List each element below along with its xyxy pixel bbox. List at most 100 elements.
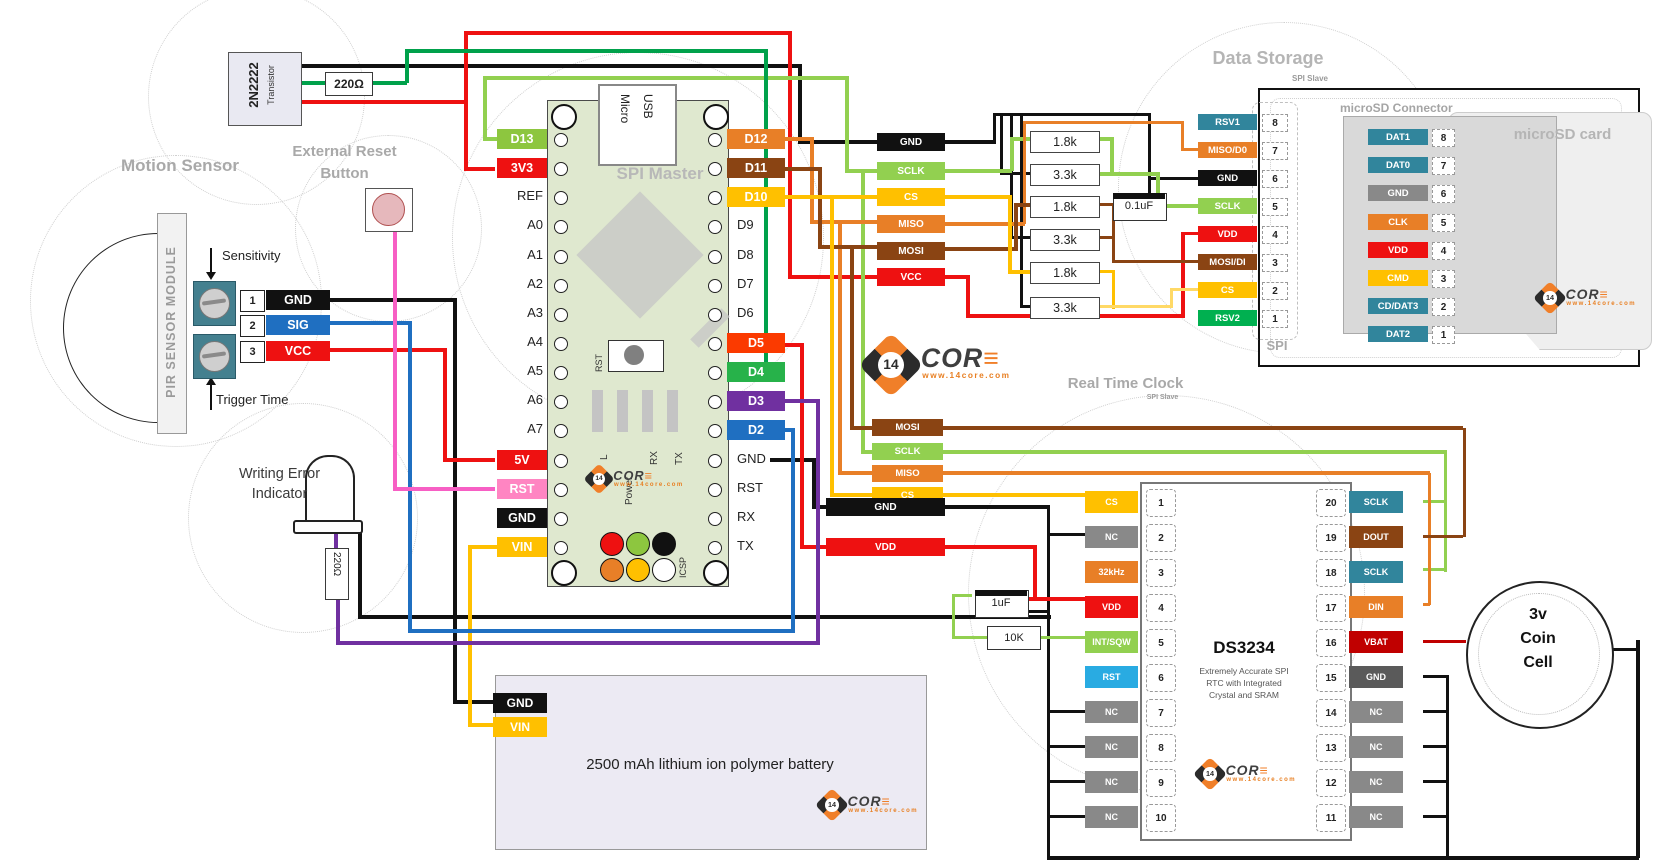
wire-light_green: [483, 76, 487, 141]
wire-blue: [408, 629, 795, 633]
pir-module-label: PIR SENSOR MODULE: [164, 246, 178, 398]
wire-red: [330, 348, 443, 352]
error-led-title-2: Indicator: [251, 486, 308, 502]
rtc-pin-intsqw: INT/SQW: [1085, 631, 1138, 653]
wire-black: [1446, 675, 1449, 856]
rtc-chip-desc-3: Crystal and SRAM: [1209, 690, 1279, 700]
wire-black: [945, 140, 995, 144]
board-led-label-l: L: [599, 454, 610, 460]
pin-hole: [708, 366, 722, 380]
reset-button-cap[interactable]: [372, 193, 405, 226]
rtc-pin-number: 16: [1316, 629, 1346, 657]
logo-wordmark: COR≡: [921, 343, 1036, 373]
pin-hole: [554, 308, 568, 322]
rtc-vdd-tag: VDD: [826, 538, 945, 556]
wire-orange: [943, 471, 1430, 475]
divider-resistor: 3.3k: [1030, 229, 1100, 251]
wire-red: [443, 348, 447, 460]
rtc-pin-nc: NC: [1085, 526, 1138, 548]
logo-wordmark: COR≡: [1566, 286, 1626, 302]
icsp-label: ICSP: [678, 556, 688, 578]
wire-orange: [810, 220, 877, 224]
wire-black: [358, 532, 362, 617]
rtc-pin-number: 9: [1146, 769, 1176, 797]
rtc-pin-number: 13: [1316, 734, 1346, 762]
logo-text: COR: [1225, 762, 1260, 779]
pin-hole: [554, 366, 568, 380]
wire-black: [1423, 780, 1446, 783]
card-pin-number: 3: [1432, 270, 1455, 288]
pin-hole: [554, 395, 568, 409]
motion-sensor-title: Motion Sensor: [120, 156, 240, 175]
wire-red: [464, 31, 792, 35]
base-resistor: 220Ω: [325, 72, 373, 96]
arduino-pin-d10: D10: [727, 187, 785, 207]
rtc-capacitor-label: 1uF: [991, 597, 1011, 609]
battery-label: 2500 mAh lithium ion polymer battery: [586, 756, 834, 773]
wire-purple: [336, 596, 340, 645]
wire-purple: [336, 641, 820, 645]
sd-bus-tag-miso: MISO: [877, 215, 945, 233]
wire-black: [1000, 113, 1003, 174]
sd-pin-sclk: SCLK: [1198, 198, 1257, 214]
wire-red: [785, 343, 804, 347]
led-resistor-label: 220Ω: [331, 552, 342, 577]
pin-hole: [554, 220, 568, 234]
rtc-pin-dout: DOUT: [1349, 526, 1403, 548]
wire-black: [300, 64, 800, 68]
rtc-pin-nc: NC: [1085, 771, 1138, 793]
wire-light_green: [483, 76, 847, 80]
sd-connector-title: microSD Connector: [1340, 101, 1453, 115]
rtc-pin-number: 15: [1316, 664, 1346, 692]
wire-black: [945, 505, 1047, 509]
wire-pale_gold: [1170, 288, 1173, 308]
data-storage-title: Data Storage: [1212, 48, 1324, 68]
card-pin-number: 8: [1432, 129, 1455, 147]
sd-bus-tag-cs: CS: [877, 188, 945, 206]
reset-chip-knob[interactable]: [624, 345, 644, 365]
wire-brown: [818, 167, 822, 249]
sd-pin-number: 1: [1262, 310, 1288, 328]
led-resistor: [325, 548, 349, 600]
card-pin-gnd: GND: [1368, 185, 1428, 201]
wire-black: [1020, 113, 1023, 307]
sd-pin-number: 5: [1262, 198, 1288, 216]
sd-bus-tag-mosi: MOSI: [877, 242, 945, 260]
wire-brown: [850, 426, 872, 430]
rtc-pin-number: 5: [1146, 629, 1176, 657]
logo-badge: 14: [1543, 291, 1557, 305]
wire-brown: [945, 247, 1016, 251]
pin-hole: [554, 162, 568, 176]
rtc-pin-sclk: SCLK: [1349, 561, 1403, 583]
arduino-pin-5v: 5V: [497, 450, 547, 470]
wire-black: [1047, 780, 1087, 783]
card-pin-cmd: CMD: [1368, 270, 1428, 286]
wire-brown: [1112, 203, 1115, 239]
wire-orange: [1181, 121, 1184, 150]
wire-gold: [1098, 270, 1114, 273]
rtc-pin-number: 20: [1316, 489, 1346, 517]
coin-cell-dotted: [1478, 593, 1600, 715]
wire-dark_green: [764, 49, 768, 374]
pin-hole: [554, 483, 568, 497]
wire-purple: [334, 530, 338, 550]
wire-light_green: [1156, 204, 1198, 208]
logo-e-glyph: ≡: [1259, 762, 1269, 779]
logo-text: COR: [847, 793, 882, 810]
card-pin-clk: CLK: [1368, 214, 1428, 230]
arduino-pin-a2: A2: [527, 276, 543, 291]
pin-hole: [708, 541, 722, 555]
data-storage-subtitle: SPI Slave: [1291, 74, 1329, 83]
coin-cell-line-3: Cell: [1523, 654, 1553, 671]
card-pin-number: 7: [1432, 157, 1455, 175]
wire-orange: [785, 137, 814, 141]
pin-hole: [708, 395, 722, 409]
arduino-pin-d12: D12: [727, 129, 785, 149]
rtc-pin-nc: NC: [1349, 736, 1403, 758]
arduino-pin-d9: D9: [737, 217, 754, 232]
wire-orange: [945, 222, 1025, 226]
pir-pin-number: 3: [240, 341, 265, 363]
sd-pin-rsv1: RSV1: [1198, 114, 1257, 130]
